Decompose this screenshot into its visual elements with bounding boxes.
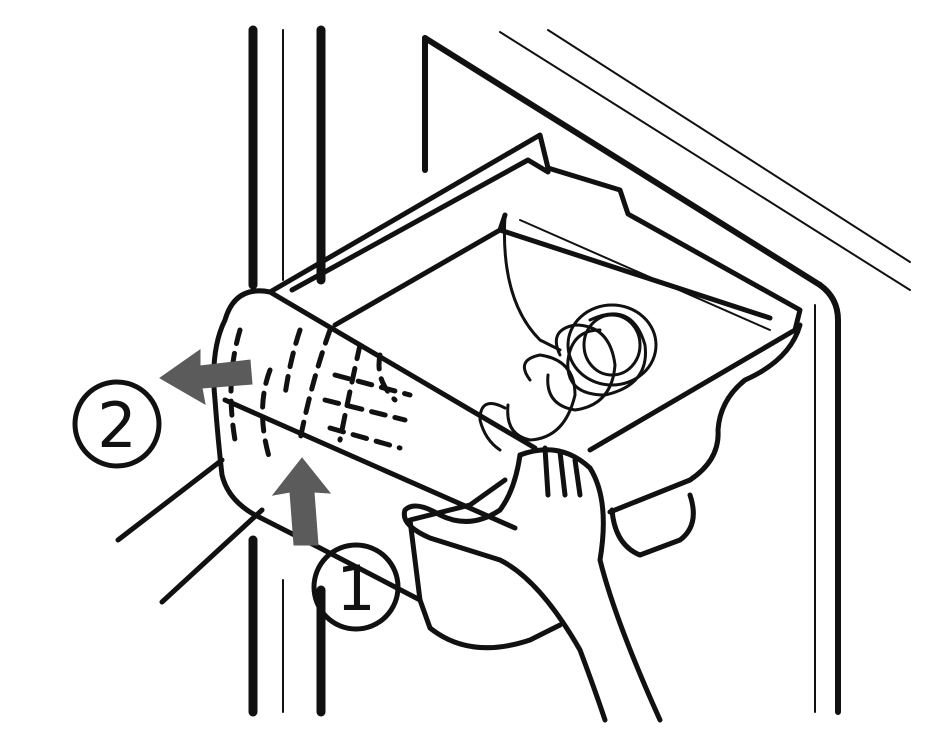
motion-lines: [118, 460, 262, 602]
step-1-label: 1: [336, 552, 375, 625]
arrow-step-2-pull-out: [160, 350, 252, 404]
ice-bin: [214, 135, 800, 648]
arrow-step-1-lift-up: [273, 458, 330, 545]
compartment-wall: [425, 30, 910, 712]
step-2-label: 2: [97, 389, 136, 462]
door-frame: [253, 30, 321, 712]
hand: [404, 448, 660, 720]
